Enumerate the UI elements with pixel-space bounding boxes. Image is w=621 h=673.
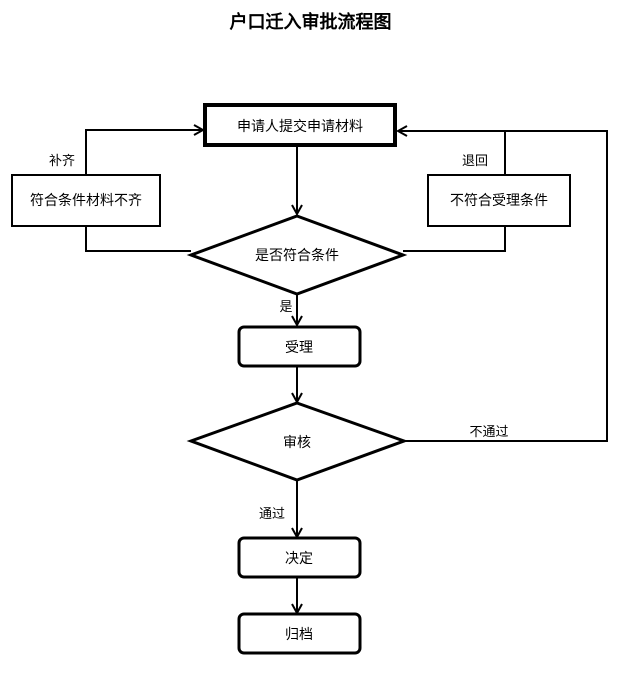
edge-label-yes: 是 — [279, 300, 292, 315]
node-accept-label: 受理 — [285, 340, 313, 356]
edge-check-to-incomplete — [85, 226, 191, 252]
edge-label-return: 退回 — [462, 154, 488, 169]
node-eligible-check-label: 是否符合条件 — [255, 247, 339, 264]
edge-check-to-not-eligible — [403, 226, 506, 252]
node-review-diamond — [186, 401, 409, 482]
node-submit-label: 申请人提交申请材料 — [237, 118, 363, 135]
node-incomplete-box — [11, 174, 161, 227]
node-eligible-check-diamond — [186, 214, 408, 296]
node-archive-label: 归档 — [285, 626, 313, 643]
node-not-eligible-label: 不符合受理条件 — [450, 192, 548, 209]
edge-incomplete-to-submit — [85, 130, 203, 175]
edge-not-eligible-to-submit — [398, 131, 506, 175]
edge-label-fail: 不通过 — [469, 425, 508, 440]
node-accept-box — [237, 325, 362, 368]
edge-label-pass: 通过 — [259, 507, 285, 522]
node-incomplete-label: 符合条件材料不齐 — [30, 192, 142, 209]
edge-review-fail — [404, 130, 608, 442]
node-not-eligible-box — [427, 174, 571, 227]
edge-label-supplement: 补齐 — [49, 153, 75, 169]
node-submit-box — [203, 103, 397, 147]
node-decide-box — [237, 536, 362, 579]
diagram-title: 户口迁入审批流程图 — [229, 12, 392, 33]
node-review-label: 审核 — [283, 435, 311, 451]
node-archive-box — [237, 612, 362, 655]
node-decide-label: 决定 — [285, 551, 313, 567]
